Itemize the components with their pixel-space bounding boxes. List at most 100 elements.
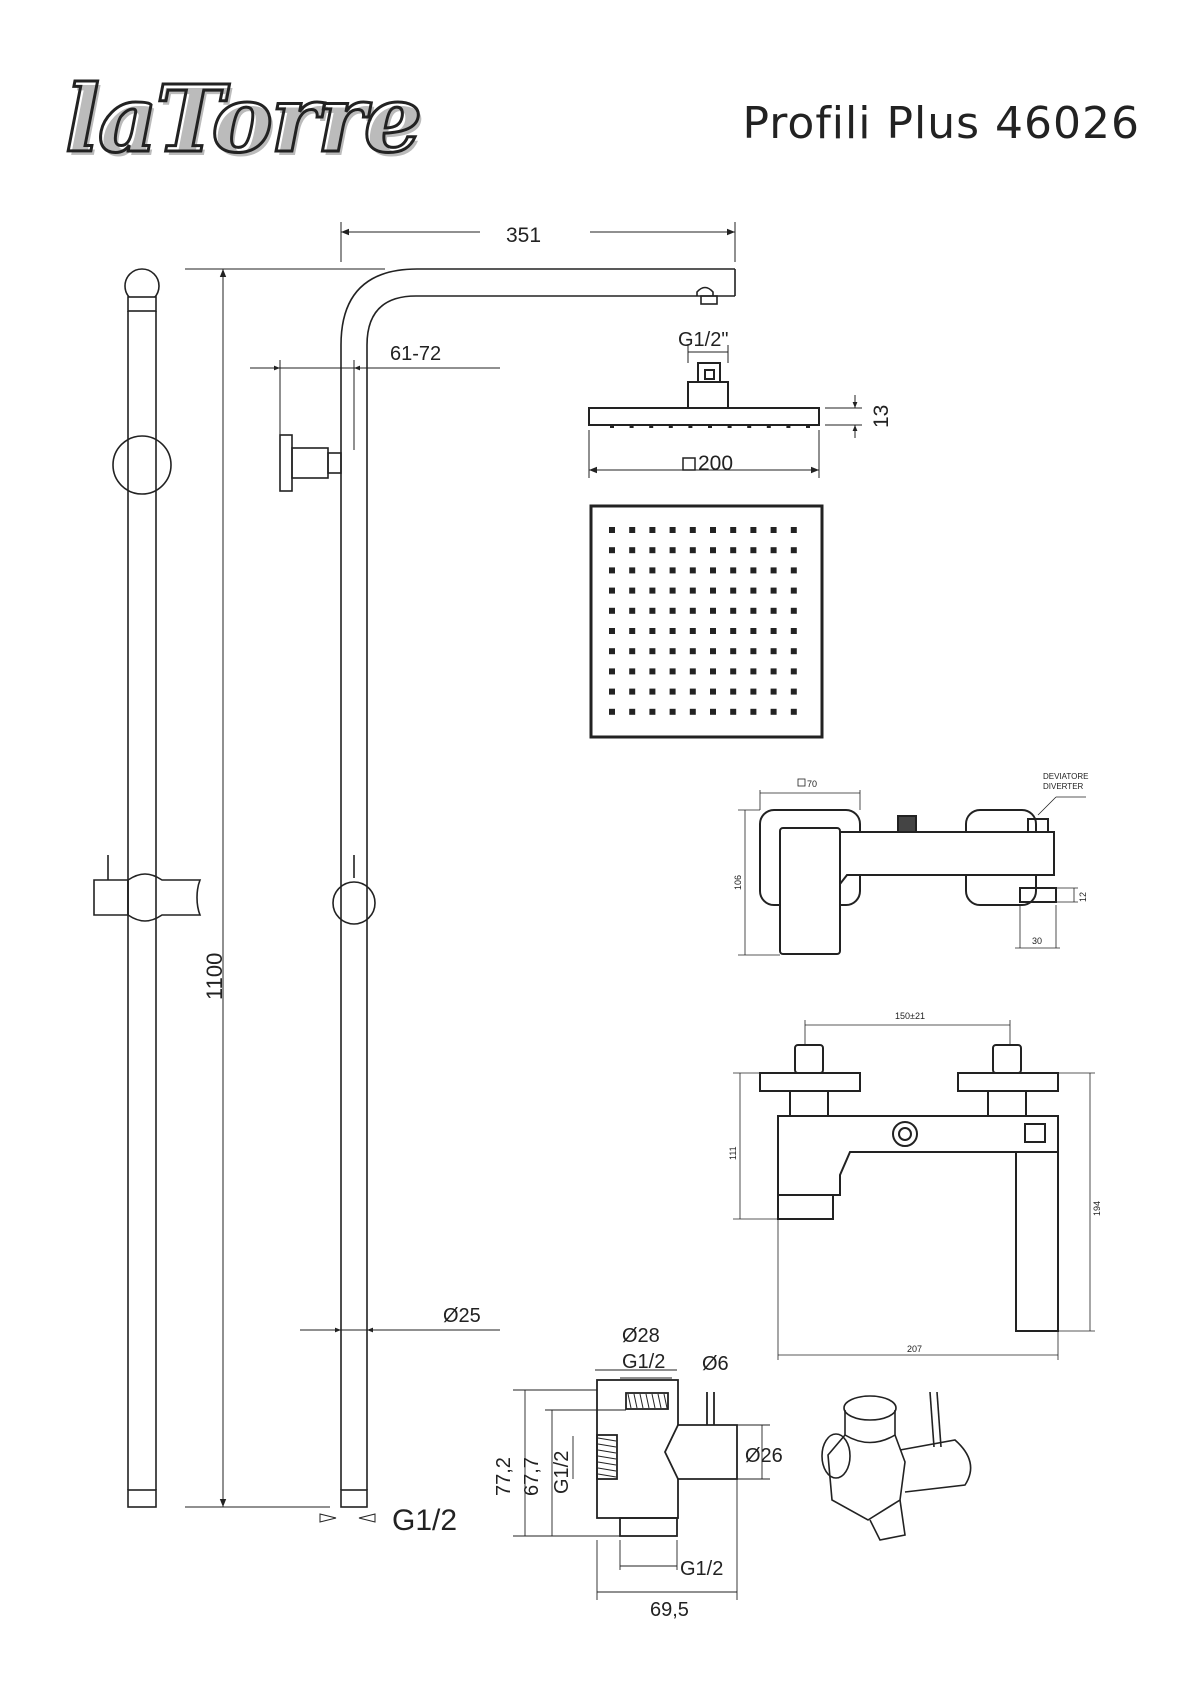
label-head-connection: G1/2" xyxy=(678,329,728,351)
nozzle xyxy=(710,527,716,533)
nozzle xyxy=(790,607,797,614)
nozzle xyxy=(669,628,676,634)
nozzle xyxy=(649,668,656,675)
nozzle xyxy=(770,547,777,554)
mixer-front-dimensions xyxy=(733,1020,1095,1360)
nozzle xyxy=(689,708,696,715)
side-nozzle xyxy=(688,424,693,428)
nozzle xyxy=(629,547,636,554)
nozzle xyxy=(689,628,696,634)
nozzle xyxy=(689,527,696,533)
nozzle xyxy=(609,567,615,574)
nozzle xyxy=(629,668,636,675)
nozzle xyxy=(710,587,716,594)
nozzle xyxy=(669,567,676,574)
nozzle xyxy=(790,587,797,594)
nozzle xyxy=(770,527,777,533)
nozzle xyxy=(790,567,797,574)
nozzle xyxy=(669,607,676,614)
dimension-head-connection xyxy=(687,345,729,363)
nozzle xyxy=(649,708,656,715)
dimension-arm-length xyxy=(340,222,736,262)
nozzle xyxy=(710,567,716,574)
nozzle xyxy=(790,668,797,675)
thread-line xyxy=(597,1467,617,1472)
nozzle xyxy=(750,547,757,554)
nozzle xyxy=(770,567,777,574)
nozzle xyxy=(649,567,656,574)
side-view-column xyxy=(93,268,202,1508)
nozzle xyxy=(629,527,636,533)
label-outlet-width: 30 xyxy=(1032,936,1042,946)
nozzle xyxy=(609,607,615,614)
nozzle xyxy=(790,688,797,695)
thread-line xyxy=(597,1461,617,1466)
label-diverter-body: Ø26 xyxy=(745,1445,783,1467)
nozzle xyxy=(669,547,676,554)
nozzle xyxy=(730,628,737,634)
nozzle xyxy=(649,628,656,634)
thread-line xyxy=(597,1449,617,1454)
nozzle xyxy=(750,567,757,574)
nozzle xyxy=(629,648,636,655)
label-diverter-height-total: 77,2 xyxy=(493,1457,515,1496)
dimension-head-thickness xyxy=(825,395,862,438)
shower-column xyxy=(279,268,736,1508)
thread-line xyxy=(639,1393,644,1409)
thread-line xyxy=(645,1393,650,1409)
diverter-detail xyxy=(596,1379,738,1537)
mixer-side-view xyxy=(759,809,1057,955)
nozzle xyxy=(609,648,615,655)
side-nozzle xyxy=(747,424,752,428)
label-diverter-height-inner: 67,7 xyxy=(521,1457,543,1496)
nozzle xyxy=(689,587,696,594)
dimension-head-size xyxy=(588,430,820,478)
side-nozzle xyxy=(727,424,732,428)
nozzle xyxy=(770,668,777,675)
nozzle xyxy=(649,688,656,695)
nozzle xyxy=(770,648,777,655)
nozzle xyxy=(649,527,656,533)
nozzle xyxy=(649,607,656,614)
thread-line xyxy=(633,1393,638,1409)
nozzle xyxy=(750,708,757,715)
dimension-column-height xyxy=(185,268,385,1508)
nozzle xyxy=(669,648,676,655)
nozzle xyxy=(669,668,676,675)
nozzle xyxy=(629,607,636,614)
nozzle xyxy=(689,547,696,554)
nozzle xyxy=(689,607,696,614)
nozzle xyxy=(689,648,696,655)
label-mixer-height: 106 xyxy=(733,875,743,890)
label-diverter-thread-bottom: G1/2 xyxy=(680,1558,723,1580)
nozzle xyxy=(790,628,797,634)
thread-line xyxy=(627,1393,632,1409)
nozzle xyxy=(770,587,777,594)
nozzle xyxy=(710,668,716,675)
nozzle xyxy=(669,587,676,594)
thread-line xyxy=(597,1437,617,1442)
label-diverter-diameter-top: Ø28 xyxy=(622,1325,660,1347)
nozzle xyxy=(790,648,797,655)
nozzle xyxy=(689,688,696,695)
side-nozzle xyxy=(610,424,614,428)
thread-line xyxy=(597,1473,617,1478)
shower-head-side-nozzles xyxy=(610,424,810,428)
side-nozzle xyxy=(668,424,673,428)
dimension-wall-bracket xyxy=(250,360,500,450)
nozzle xyxy=(730,708,737,715)
nozzle xyxy=(730,668,737,675)
nozzle xyxy=(629,628,636,634)
nozzle xyxy=(770,607,777,614)
nozzle xyxy=(730,527,737,533)
label-diverter-thread-side: G1/2 xyxy=(551,1451,573,1494)
nozzle xyxy=(649,547,656,554)
nozzle xyxy=(750,688,757,695)
nozzle xyxy=(669,527,676,533)
nozzle xyxy=(609,708,615,715)
nozzle xyxy=(689,668,696,675)
nozzle xyxy=(609,668,615,675)
nozzle xyxy=(750,527,757,533)
label-head-thickness: 13 xyxy=(870,405,893,428)
